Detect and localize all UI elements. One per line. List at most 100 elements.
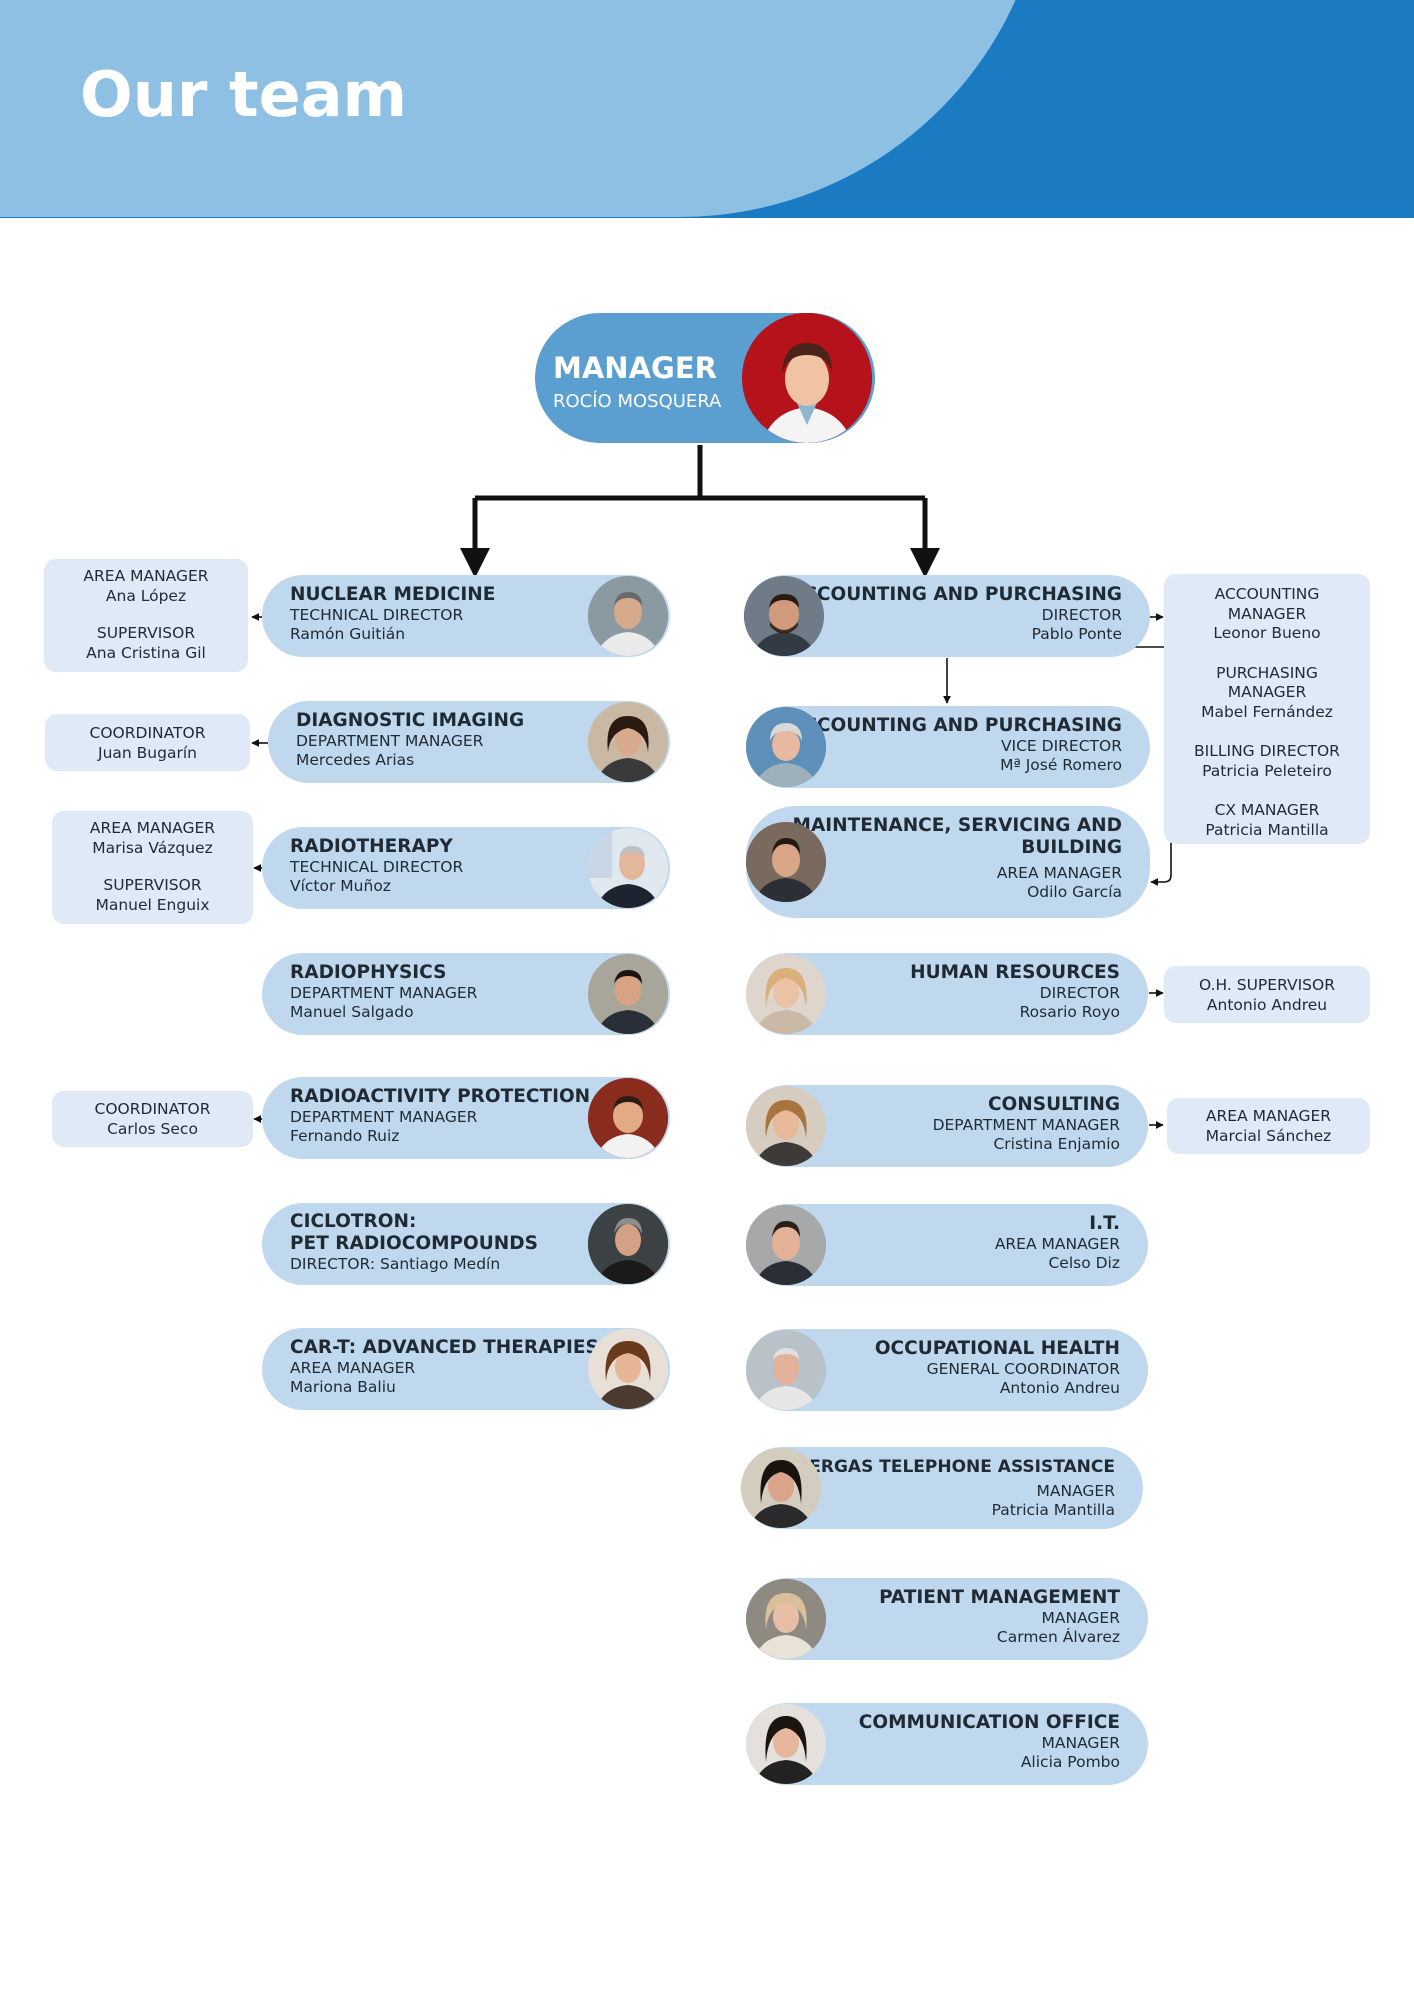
side-note-line: ACCOUNTING [1214,585,1320,603]
side-note-line: Manuel Enguix [95,895,210,914]
unit-title: RADIOTHERAPY [290,836,453,857]
unit-person: Antonio Andreu [999,1379,1120,1397]
side-note-line: AREA MANAGER [83,567,209,585]
side-note-line: Mabel Fernández [1201,702,1333,721]
unit-role: AREA MANAGER [994,1235,1120,1253]
side-note-accounting: ACCOUNTING MANAGER Leonor Bueno PURCHASI… [1164,574,1370,844]
portrait-icon [746,954,826,1034]
unit-person: Mª José Romero [1000,756,1122,774]
side-note-radioactivity-protection: COORDINATOR Carlos Seco [52,1091,253,1147]
side-note-line: COORDINATOR [89,724,206,742]
side-note-nuclear-medicine: AREA MANAGER Ana López SUPERVISOR Ana Cr… [44,559,248,672]
unit-title: COMMUNICATION OFFICE [858,1712,1120,1733]
unit-title: CICLOTRON: PET RADIOCOMPOUNDS [290,1211,538,1254]
portrait-icon [746,1579,826,1659]
portrait-icon [588,576,668,656]
unit-role: TECHNICAL DIRECTOR [290,606,464,624]
unit-person: Pablo Ponte [1031,625,1122,643]
side-note-consulting: AREA MANAGER Marcial Sánchez [1167,1098,1370,1154]
portrait-icon [588,1204,668,1284]
side-note-line: MANAGER [1227,604,1307,623]
unit-title: NUCLEAR MEDICINE [290,584,496,605]
unit-person: Alicia Pombo [1020,1753,1120,1771]
portrait-icon [588,954,668,1034]
unit-person: Odilo García [1027,883,1122,901]
portrait-icon [588,828,668,908]
unit-title: DIAGNOSTIC IMAGING [296,710,525,731]
unit-role: MANAGER [1041,1734,1120,1752]
manager-role: MANAGER [553,351,717,385]
unit-role: DEPARTMENT MANAGER [290,984,478,1002]
side-note-human-resources: O.H. SUPERVISOR Antonio Andreu [1164,966,1370,1023]
side-note-line: Patricia Mantilla [1205,820,1329,839]
side-note-line: COORDINATOR [94,1100,211,1118]
manager-name: ROCÍO MOSQUERA [553,391,722,412]
side-note-line: Ana Cristina Gil [86,643,206,662]
unit-role: MANAGER [1036,1482,1115,1500]
unit-person: Celso Diz [1048,1254,1120,1272]
side-note-line: BILLING DIRECTOR [1194,742,1340,760]
side-note-line: Marisa Vázquez [92,838,213,857]
portrait-icon [746,1086,826,1166]
portrait-icon [746,822,826,902]
unit-title: MAINTENANCE, SERVICING AND BUILDING [792,815,1122,858]
unit-person: Fernando Ruiz [290,1127,400,1145]
side-note-line: CX MANAGER [1214,801,1320,819]
unit-title: HUMAN RESOURCES [910,962,1120,983]
manager-portrait-icon [742,313,872,443]
side-note-line: Ana López [105,586,187,605]
side-note-line: SUPERVISOR [103,876,202,894]
side-note-line: Marcial Sánchez [1205,1126,1332,1145]
side-note-diagnostic-imaging: COORDINATOR Juan Bugarín [45,714,250,771]
unit-role: MANAGER [1041,1609,1120,1627]
unit-role: DEPARTMENT MANAGER [932,1116,1120,1134]
unit-title: CAR-T: ADVANCED THERAPIES [290,1337,599,1358]
unit-person: Manuel Salgado [290,1003,414,1021]
portrait-icon [741,1448,821,1528]
unit-title: CONSULTING [987,1094,1120,1115]
portrait-icon [746,1205,826,1285]
side-note-line: PURCHASING [1216,663,1318,682]
unit-person: Carmen Álvarez [996,1628,1120,1646]
unit-title: ACCOUNTING AND PURCHASING [789,584,1122,605]
unit-role: TECHNICAL DIRECTOR [290,858,464,876]
unit-title: I.T. [1089,1213,1120,1234]
header-band [0,0,1414,218]
portrait-icon [746,1330,826,1410]
unit-role: AREA MANAGER [996,864,1122,882]
unit-title: PATIENT MANAGEMENT [879,1587,1120,1608]
portrait-icon [588,1078,668,1158]
unit-role: DEPARTMENT MANAGER [290,1108,478,1126]
side-note-line: Patricia Peleteiro [1202,761,1332,780]
unit-person: Ramón Guitián [290,625,406,643]
side-note-line: MANAGER [1227,683,1307,701]
unit-role: GENERAL COORDINATOR [926,1360,1120,1378]
side-note-radiotherapy: AREA MANAGER Marisa Vázquez SUPERVISOR M… [52,811,253,924]
page-title: Our team [80,58,408,131]
unit-role: VICE DIRECTOR [1000,737,1122,755]
side-note-line: Juan Bugarín [98,743,197,762]
side-note-line: O.H. SUPERVISOR [1199,976,1335,994]
unit-title: OCCUPATIONAL HEALTH [874,1338,1120,1359]
portrait-icon [588,1329,668,1409]
unit-person: Mercedes Arias [296,751,415,769]
unit-person: Cristina Enjamio [993,1135,1120,1153]
portrait-icon [746,707,826,787]
manager-photo-icon [742,313,872,443]
portrait-icon [588,702,668,782]
unit-role: DIRECTOR [1041,606,1122,624]
unit-role: DEPARTMENT MANAGER [296,732,484,750]
manager-branch-lines [460,445,940,578]
side-note-line: AREA MANAGER [1205,1107,1332,1125]
unit-title: RADIOPHYSICS [290,962,447,983]
unit-title: ACCOUNTING AND PURCHASING [789,715,1122,736]
side-note-line: Carlos Seco [107,1119,198,1138]
unit-title: RADIOACTIVITY PROTECTION [290,1086,591,1107]
side-note-line: Leonor Bueno [1213,624,1321,642]
unit-role: AREA MANAGER [290,1359,416,1377]
side-note-line: AREA MANAGER [89,819,216,837]
side-note-line: SUPERVISOR [96,624,196,642]
unit-person: Patricia Mantilla [991,1501,1115,1519]
unit-person: Víctor Muñoz [290,877,391,895]
unit-person: Mariona Baliu [290,1378,396,1396]
